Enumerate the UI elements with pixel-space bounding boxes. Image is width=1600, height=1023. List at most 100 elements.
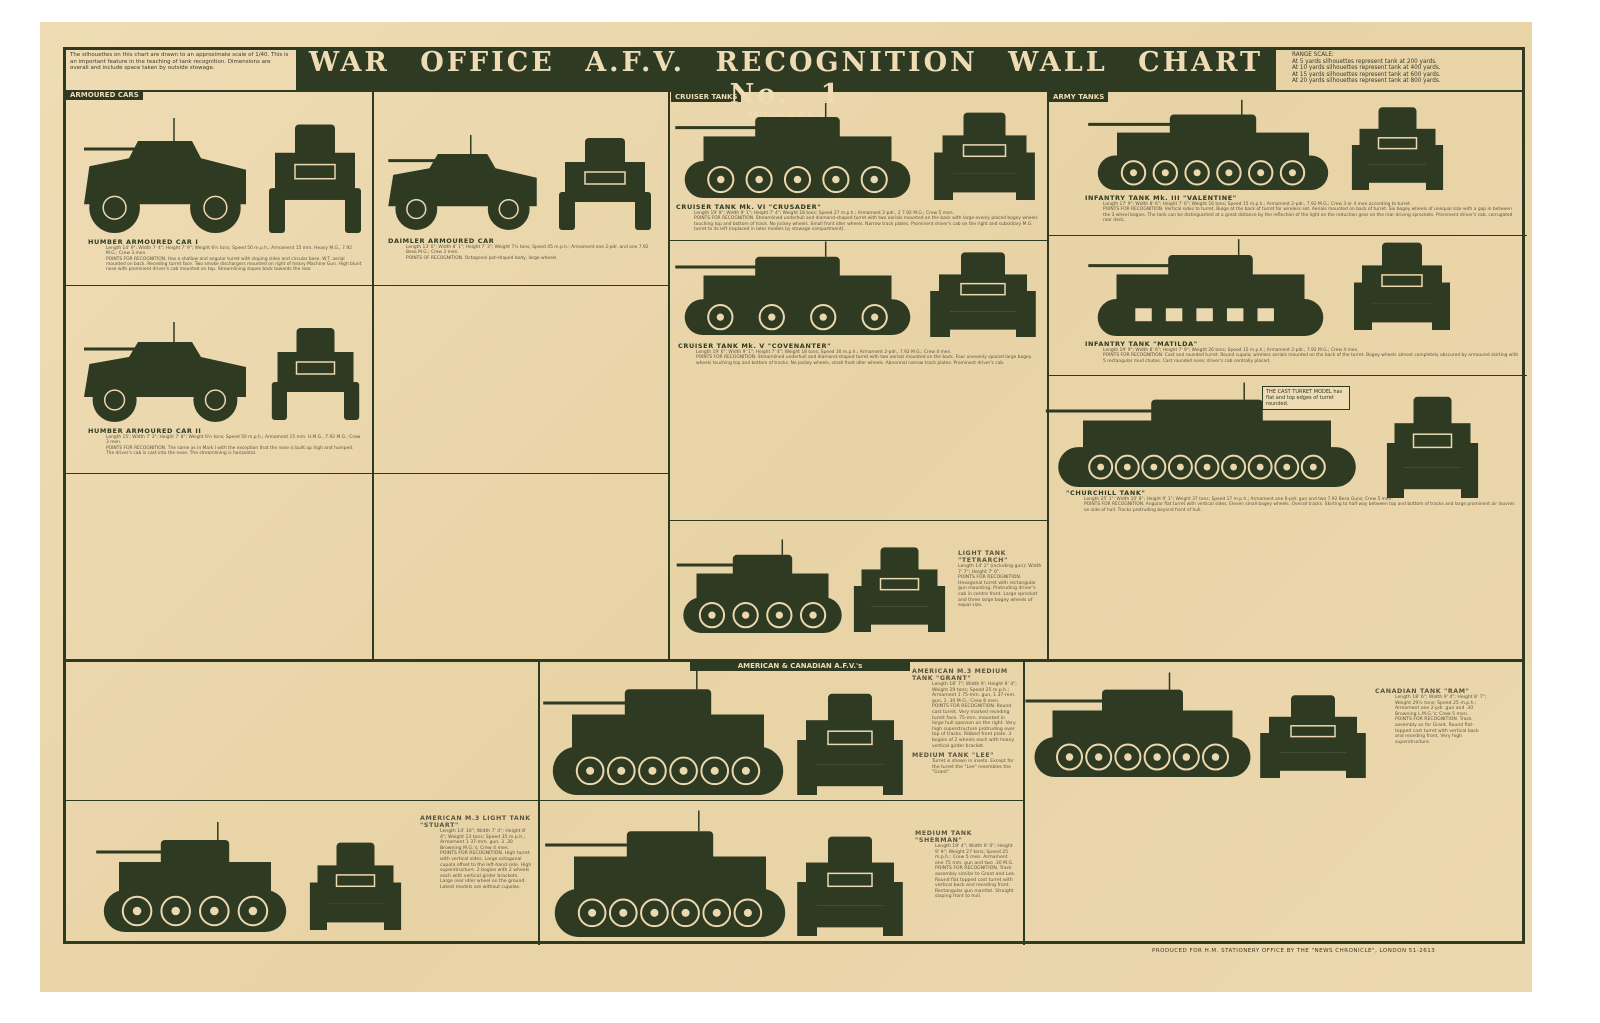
range-line: At 5 yards silhouettes represent tank at… <box>1292 58 1437 65</box>
vehicle-points: POINTS FOR RECOGNITION. Track assembly a… <box>1395 717 1479 745</box>
vehicle-specs: Length 15'; Width 7' 3"; Height 7' 8"; W… <box>106 435 361 446</box>
range-scale: RANGE SCALE: At 5 yards silhouettes repr… <box>1292 52 1522 85</box>
vehicle-points: POINTS OF RECOGNITION. Octagonal pot-sha… <box>406 255 558 261</box>
range-line: At 10 yards silhouettes represent tank a… <box>1292 65 1441 72</box>
vehicle-points: POINTS FOR RECOGNITION. Has a shallow an… <box>106 256 362 273</box>
vehicle-covenanter: CRUISER TANK Mk. V "COVENANTER" Length 1… <box>678 342 1043 366</box>
vehicle-tetrarch: LIGHT TANK "TETRARCH" Length 14' 2" (inc… <box>958 550 1043 609</box>
vehicle-points: POINTS FOR RECOGNITION. Vertical sides t… <box>1103 207 1513 223</box>
divider <box>63 90 1525 92</box>
vehicle-specs: Length 19' 8"; Width 9' 1"; Height 7' 4"… <box>694 211 954 216</box>
vehicle-points: POINTS FOR RECOGNITION. Hexagonal turret… <box>958 575 1038 609</box>
side-view-silhouette <box>84 322 246 422</box>
front-view-silhouette <box>934 112 1035 200</box>
side-view-silhouette <box>675 101 911 198</box>
divider <box>63 473 668 474</box>
title-bar: WAR OFFICE A.F.V. RECOGNITION WALL CHART… <box>296 47 1276 119</box>
vehicle-name: AMERICAN M.3 LIGHT TANK "STUART" <box>420 815 531 829</box>
vehicle-name: AMERICAN M.3 MEDIUM TANK "GRANT" <box>912 668 1008 682</box>
front-view-silhouette <box>559 138 651 230</box>
side-view-silhouette <box>388 135 537 230</box>
front-view-silhouette <box>269 124 361 233</box>
front-view-silhouette <box>1260 695 1366 778</box>
range-line: At 20 yards silhouettes represent tank a… <box>1292 78 1441 85</box>
vehicle-name: LIGHT TANK "TETRARCH" <box>958 550 1008 564</box>
vehicle-sherman: MEDIUM TANK "SHERMAN" Length 19' 4"; Wid… <box>915 830 1017 900</box>
section-american-canadian: AMERICAN & CANADIAN A.F.V.'s <box>690 661 910 671</box>
vehicle-specs: Length 19' 6"; Width 9' 1"; Height 7' 4"… <box>696 350 952 355</box>
vehicle-specs: Length 19' 9"; Width 8' 6"; Height 7' 9"… <box>1103 348 1359 353</box>
vehicle-grant: AMERICAN M.3 MEDIUM TANK "GRANT" Length … <box>912 668 1017 776</box>
side-view-silhouette <box>1088 239 1324 336</box>
vehicle-stuart: AMERICAN M.3 LIGHT TANK "STUART" Length … <box>420 815 532 891</box>
front-view-silhouette <box>930 252 1036 337</box>
front-view-silhouette <box>1386 396 1479 498</box>
vehicle-matilda: INFANTRY TANK "MATILDA" Length 19' 9"; W… <box>1085 340 1520 364</box>
section-cruiser-tanks: CRUISER TANKS <box>671 92 742 102</box>
vehicle-name: CANADIAN TANK "RAM" <box>1375 688 1470 695</box>
side-view-silhouette <box>1045 382 1356 487</box>
side-view-silhouette <box>545 810 786 937</box>
divider <box>1047 375 1527 376</box>
vehicle-churchill: "CHURCHILL TANK" Length 25' 1"; Width 10… <box>1066 489 1521 513</box>
divider <box>1023 660 1025 945</box>
vehicle-name: HUMBER ARMOURED CAR I <box>88 238 199 246</box>
range-line: At 15 yards silhouettes represent tank a… <box>1292 71 1441 78</box>
divider <box>1047 235 1527 236</box>
divider <box>63 800 1023 801</box>
vehicle-points: POINTS FOR RECOGNITION. Round cast turre… <box>932 704 1016 749</box>
vehicle-points: POINTS FOR RECOGNITION. Cast and rounded… <box>1103 353 1519 364</box>
vehicle-daimler: DAIMLER ARMOURED CAR Length 13' 0"; Widt… <box>388 237 658 261</box>
vehicle-points: POINTS FOR RECOGNITION. The same as in M… <box>106 445 354 456</box>
vehicle-crusader: CRUISER TANK Mk. VI "CRUSADER" Length 19… <box>676 203 1041 232</box>
side-view-silhouette <box>1088 99 1329 190</box>
divider <box>538 660 540 945</box>
vehicle-points: POINTS FOR RECOGNITION. High turret with… <box>440 851 532 890</box>
scale-note: The silhouettes on this chart are drawn … <box>70 52 289 71</box>
vehicle-points: POINTS FOR RECOGNITION. Streamlined unde… <box>694 216 1038 232</box>
vehicle-specs: Length 18' 6"; Width 9' 4"; Height 8' 7"… <box>1395 695 1487 717</box>
vehicle-name: HUMBER ARMOURED CAR II <box>88 427 202 435</box>
vehicle-points: POINTS FOR RECOGNITION. Streamlined unde… <box>696 355 1032 366</box>
side-view-silhouette <box>543 668 784 795</box>
divider <box>668 240 1048 241</box>
divider <box>668 90 670 660</box>
vehicle-specs: Length 17' 9"; Width 8' 6"; Height 7' 6"… <box>1103 202 1412 207</box>
vehicle-points: POINTS FOR RECOGNITION. Track assembly s… <box>935 866 1016 900</box>
vehicle-specs: Length 13' 0"; Width 8' 1"; Height 7' 3"… <box>406 245 649 256</box>
range-title: RANGE SCALE: <box>1292 52 1334 58</box>
vehicle-valentine: INFANTRY TANK Mk. III "VALENTINE" Length… <box>1085 194 1520 223</box>
side-view-silhouette <box>96 822 287 932</box>
vehicle-name: MEDIUM TANK "LEE" <box>912 752 995 760</box>
divider <box>63 285 668 286</box>
vehicle-specs: Length 25' 1"; Width 10' 8"; Height 9' 1… <box>1084 497 1393 502</box>
vehicle-specs: Length 19' 4"; Width 9' 0"; Height 9' 9"… <box>935 844 1014 866</box>
front-view-silhouette <box>271 328 360 420</box>
vehicle-specs: Length 18' 7"; Width 9'; Height 9' 4"; W… <box>932 682 1017 704</box>
vehicle-points: Turret is shown in insets. Except for th… <box>932 759 1014 776</box>
vehicle-name: INFANTRY TANK Mk. III "VALENTINE" <box>1085 194 1237 202</box>
vehicle-name: DAIMLER ARMOURED CAR <box>388 237 495 245</box>
vehicle-specs: Length 14' 10"; Width 7' 4"; Height 8' 4… <box>440 829 527 851</box>
divider <box>372 90 374 660</box>
front-view-silhouette <box>797 836 903 936</box>
vehicle-humber-i: HUMBER ARMOURED CAR I Length 14' 9"; Wid… <box>88 238 363 272</box>
page-subtitle: BRITISH A.F.V.'s <box>746 111 826 119</box>
vehicle-specs: Length 14' 2" (including gun); Width 7' … <box>958 564 1042 575</box>
front-view-silhouette <box>853 547 946 632</box>
divider <box>668 520 1048 521</box>
divider <box>63 659 1525 662</box>
section-army-tanks: ARMY TANKS <box>1049 92 1109 102</box>
side-view-silhouette <box>84 118 246 233</box>
page-title: WAR OFFICE A.F.V. RECOGNITION WALL CHART… <box>308 47 1264 110</box>
vehicle-specs: Length 14' 9"; Width 7' 4"; Height 7' 9"… <box>106 246 352 257</box>
vehicle-name: "CHURCHILL TANK" <box>1066 489 1146 497</box>
churchill-callout: THE CAST TURRET MODEL has flat and top e… <box>1262 386 1350 410</box>
vehicle-points: POINTS FOR RECOGNITION. Angular flat tur… <box>1084 502 1515 513</box>
vehicle-ram: CANADIAN TANK "RAM" Length 18' 6"; Width… <box>1375 688 1487 745</box>
section-armoured-cars: ARMOURED CARS <box>66 90 143 100</box>
vehicle-name: INFANTRY TANK "MATILDA" <box>1085 340 1198 348</box>
front-view-silhouette <box>1351 107 1444 190</box>
vehicle-name: CRUISER TANK Mk. V "COVENANTER" <box>678 342 832 350</box>
front-view-silhouette <box>1354 242 1450 330</box>
